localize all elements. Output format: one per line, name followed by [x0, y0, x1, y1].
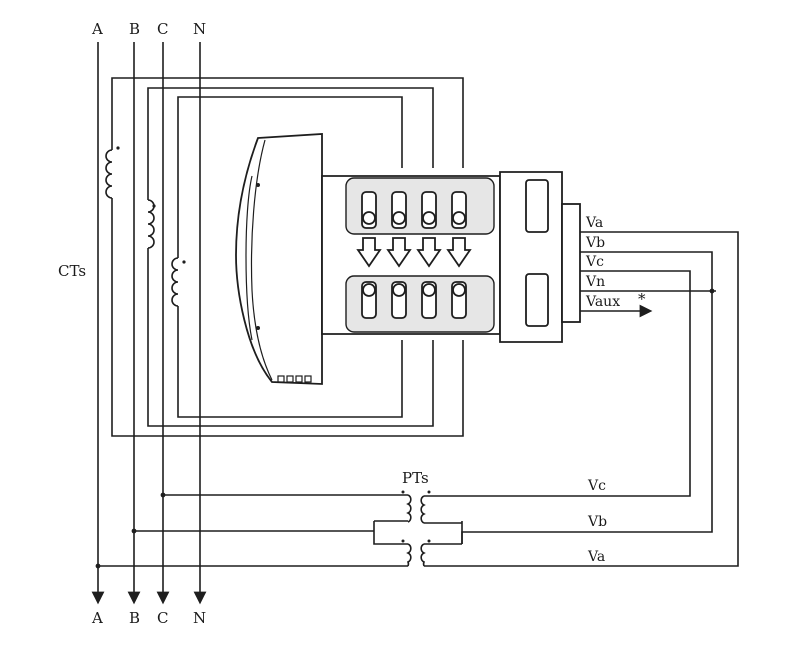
phase-label-top-c: C: [157, 20, 168, 38]
pt-output-label-vc: Vc: [587, 478, 606, 494]
ct-coil-c-icon: [171, 257, 186, 318]
phase-conductors: [91, 42, 207, 605]
terminal-label-vb: Vb: [585, 235, 605, 251]
terminal-label-va: Va: [585, 215, 603, 231]
pt-lower-transformer-icon: [401, 521, 463, 567]
terminal-label-vaux: Vaux: [585, 294, 620, 310]
phase-label-bottom-b: B: [129, 609, 140, 627]
cts-label: CTs: [58, 262, 86, 280]
phase-label-top-b: B: [129, 20, 140, 38]
phase-label-top-n: N: [193, 20, 206, 38]
phase-label-bottom-a: A: [91, 609, 103, 627]
ct-loops: [111, 77, 464, 437]
pt-output-label-va: Va: [587, 549, 605, 565]
ct-coil-a-icon: [105, 146, 120, 200]
lower-terminal-screws: [361, 281, 467, 319]
ct-coil-b-icon: [147, 199, 156, 262]
pt-output-label-vb: Vb: [587, 514, 607, 530]
pt-primary-wiring: [95, 492, 408, 569]
meter-device: [235, 133, 581, 385]
terminal-label-vc: Vc: [585, 254, 604, 270]
phase-label-bottom-n: N: [193, 609, 206, 627]
pt-upper-transformer-icon: [401, 490, 462, 524]
pts-label: PTs: [402, 469, 429, 487]
upper-terminal-screws: [361, 191, 467, 229]
phase-label-bottom-c: C: [157, 609, 168, 627]
phase-label-top-a: A: [91, 20, 103, 38]
current-direction-arrow-icons: [356, 237, 472, 268]
aux-asterisk: *: [638, 290, 646, 308]
terminal-label-vn: Vn: [585, 274, 605, 290]
